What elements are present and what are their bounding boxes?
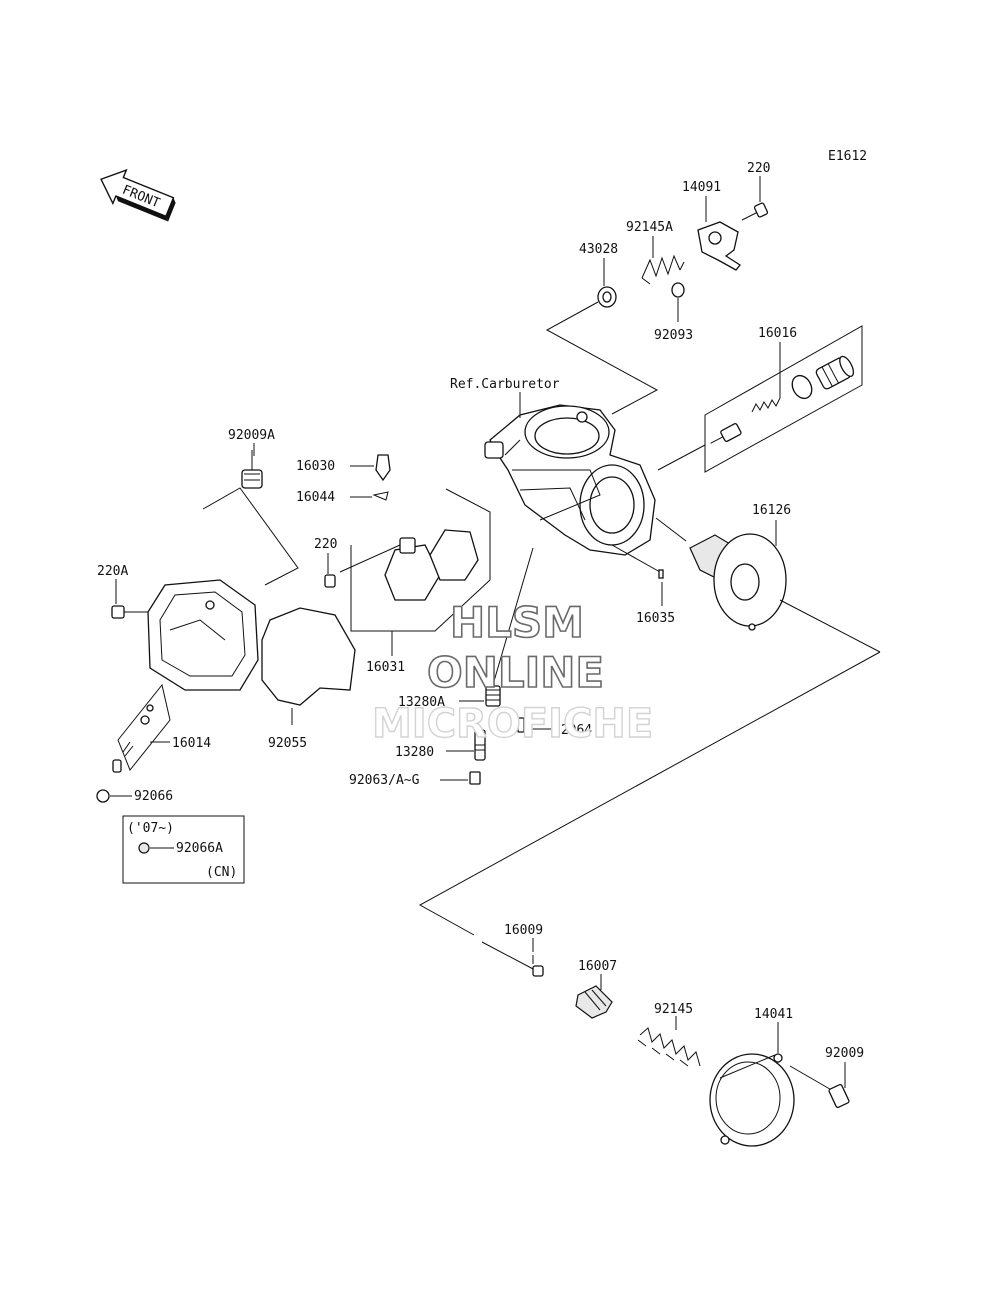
part-float-bowl (147, 579, 259, 691)
label-92009A: 92009A (228, 428, 275, 443)
label-13280: 13280 (395, 745, 434, 760)
part-92093-oring (671, 282, 685, 298)
label-92145A: 92145A (626, 220, 673, 235)
inset-box: ('07~) 92066A (CN) (122, 815, 245, 884)
watermark-line1: HLSM (450, 598, 584, 647)
part-16031-float (339, 529, 479, 601)
part-16030-float-needle (375, 454, 391, 482)
watermark-line3: MICROFICHE (372, 701, 653, 747)
part-16031-bracket (350, 488, 491, 632)
carburetor-body (484, 404, 656, 556)
part-220-mid-screw (324, 574, 336, 588)
label-14091: 14091 (682, 180, 721, 195)
inset-year: ('07~) (127, 821, 174, 836)
part-92009A (241, 450, 263, 489)
part-92063-main-jet (469, 771, 481, 785)
part-16044-clip (372, 491, 389, 501)
label-16007: 16007 (578, 959, 617, 974)
part-92066 (96, 789, 132, 803)
label-16014: 16014 (172, 736, 211, 751)
label-16030: 16030 (296, 459, 335, 474)
label-92093: 92093 (654, 328, 693, 343)
part-13280-jet (474, 729, 486, 761)
part-13280A-jet (485, 685, 501, 707)
part-43028 (597, 286, 617, 308)
label-16031: 16031 (366, 660, 405, 675)
watermark-line2: ONLINE (427, 648, 604, 697)
label-220A: 220A (97, 564, 128, 579)
part-16016-assembly (657, 325, 863, 473)
label-92063: 92063/A~G (349, 773, 420, 788)
part-16007-holder (575, 985, 613, 1019)
part-92055-gasket (261, 607, 356, 706)
part-16009-needle (481, 941, 544, 977)
diagram-code: E1612 (828, 149, 867, 164)
label-92009: 92009 (825, 1046, 864, 1061)
label-92145: 92145 (654, 1002, 693, 1017)
part-92145A-spring (641, 254, 685, 285)
label-16016: 16016 (758, 326, 797, 341)
part-14041-cap (709, 1053, 795, 1147)
label-16044: 16044 (296, 490, 335, 505)
inset-region: (CN) (206, 865, 237, 880)
part-16126-diaphragm (655, 517, 787, 631)
label-220-top: 220 (747, 161, 770, 176)
label-16035: 16035 (636, 611, 675, 626)
part-14091 (697, 221, 741, 271)
label-16126: 16126 (752, 503, 791, 518)
part-92064-pilot-jet (517, 717, 525, 733)
reference-label: Ref.Carburetor (450, 377, 560, 392)
label-13280A: 13280A (398, 695, 445, 710)
part-92009-screw (789, 1062, 850, 1109)
part-92145-spring (637, 1027, 701, 1067)
label-92064: 92064 (553, 723, 592, 738)
label-16009: 16009 (504, 923, 543, 938)
part-92066A-icon (138, 842, 150, 854)
part-16014-drain (112, 704, 154, 773)
part-16035-clip (611, 544, 664, 579)
label-92055: 92055 (268, 736, 307, 751)
label-92066: 92066 (134, 789, 173, 804)
label-220-mid: 220 (314, 537, 337, 552)
part-220A-screw (111, 605, 150, 619)
inset-part: 92066A (176, 841, 223, 856)
label-14041: 14041 (754, 1007, 793, 1022)
front-arrow-icon: FRONT (100, 168, 176, 222)
part-220-top-screw (741, 202, 769, 221)
label-43028: 43028 (579, 242, 618, 257)
